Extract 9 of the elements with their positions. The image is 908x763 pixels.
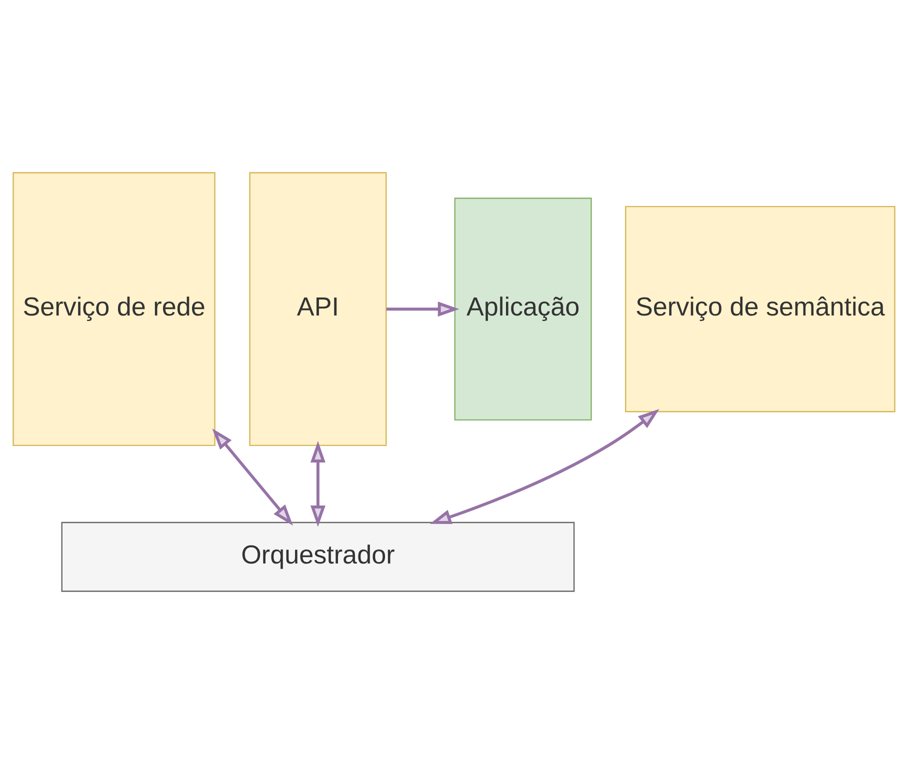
node-box: API (249, 172, 387, 446)
arrow (310, 440, 326, 526)
node-box: Serviço de rede (12, 172, 216, 446)
arrow (386, 301, 460, 316)
arrow (212, 428, 294, 526)
node-box: Serviço de semântica (625, 205, 896, 412)
node-box: Aplicação (454, 197, 592, 420)
arrow (430, 408, 660, 524)
node-box: Orquestrador (61, 521, 575, 592)
